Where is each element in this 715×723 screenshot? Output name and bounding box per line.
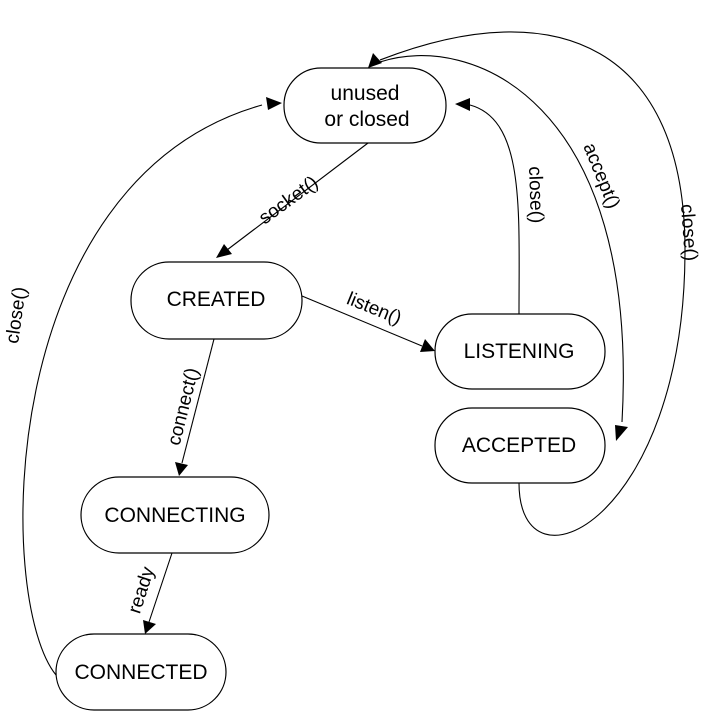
edge-ready-arrowhead [143, 620, 156, 634]
state-created-shape [130, 261, 303, 340]
state-connecting-shape [80, 476, 270, 554]
edge-close-accepted-arrowhead [368, 53, 382, 68]
state-unused-or-closed-shape [283, 67, 447, 144]
edge-listen [301, 295, 423, 347]
edge-close-listening-arrowhead [455, 98, 470, 111]
state-created: CREATED [130, 261, 303, 340]
edge-close-listening [469, 104, 520, 315]
state-listening-shape [434, 313, 606, 390]
state-unused-label-line2: or closed [324, 108, 409, 131]
edge-accept [379, 55, 624, 423]
state-connecting: CONNECTING [80, 476, 270, 554]
edge-connect-arrowhead [175, 462, 188, 476]
edge-connect [181, 338, 215, 464]
state-created-label: CREATED [167, 288, 266, 311]
state-unused-or-closed: unused or closed [283, 67, 447, 144]
edge-accept-arrowhead [615, 425, 628, 441]
edge-listen-arrowhead [420, 339, 435, 352]
state-accepted-label: ACCEPTED [462, 434, 576, 457]
edge-close-accepted [379, 31, 686, 536]
state-connected-label: CONNECTED [74, 661, 207, 684]
state-connected: CONNECTED [55, 633, 227, 711]
state-accepted-shape [434, 407, 606, 484]
state-accepted: ACCEPTED [434, 407, 606, 484]
edge-socket-arrowhead [216, 244, 232, 258]
state-connecting-label: CONNECTING [104, 504, 245, 527]
state-unused-label-line1: unused [331, 82, 400, 105]
label-close-accepted: close() [676, 203, 701, 261]
edge-close-connected [22, 104, 263, 676]
state-listening: LISTENING [434, 313, 606, 390]
label-listen: listen() [344, 288, 405, 329]
label-socket: socket() [255, 172, 322, 229]
edge-close-connected-arrowhead [266, 97, 282, 110]
label-accept: accept() [579, 140, 624, 212]
edge-socket [226, 142, 369, 251]
state-connected-shape [55, 633, 227, 711]
label-connect: connect() [164, 366, 204, 448]
edge-ready [148, 552, 173, 623]
label-close-listening: close() [524, 166, 547, 224]
state-listening-label: LISTENING [464, 340, 575, 363]
label-close-connected: close() [2, 286, 31, 345]
